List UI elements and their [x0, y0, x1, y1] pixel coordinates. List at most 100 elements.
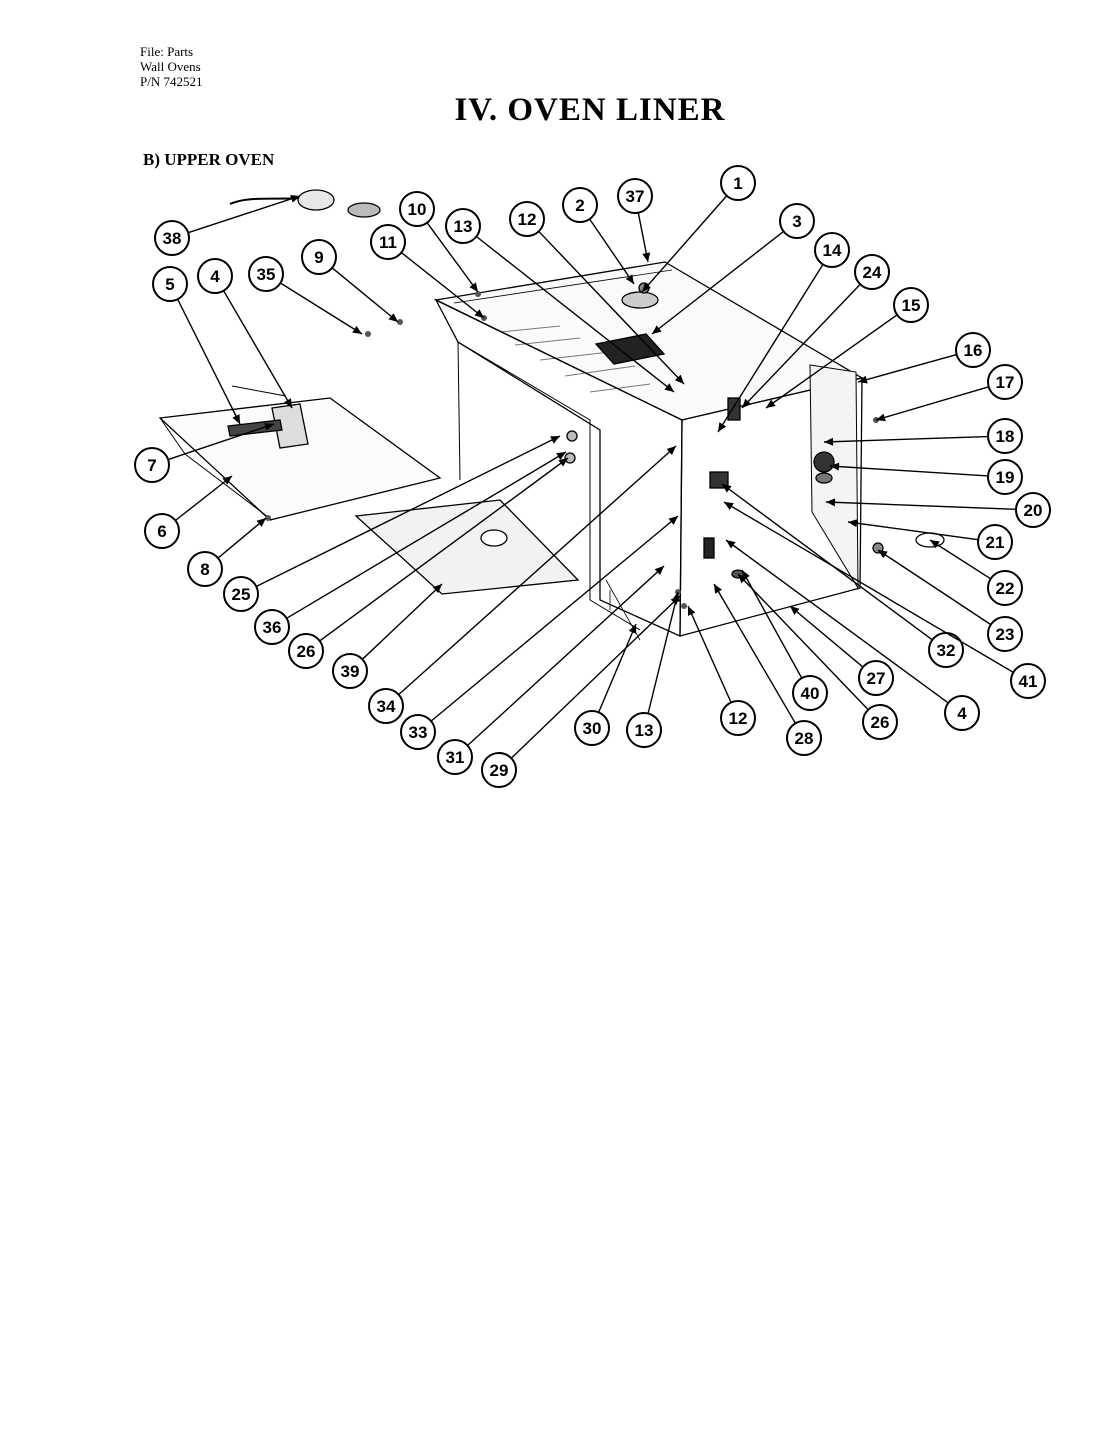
callout-36: 36: [254, 451, 567, 645]
leader-line: [589, 218, 635, 285]
leader-arrowhead: [826, 498, 836, 507]
callout-number: 25: [232, 585, 251, 604]
callout-circle: [779, 203, 815, 239]
leader-line: [222, 290, 293, 409]
callout-circle: [720, 165, 756, 201]
callout-number: 4: [210, 267, 220, 286]
callout-circle: [987, 459, 1023, 495]
lamp-lens: [813, 451, 835, 473]
switch-component: [703, 537, 715, 559]
callout-number: 34: [377, 697, 396, 716]
leader-arrowhead: [724, 502, 734, 511]
callout-33: 33: [400, 515, 679, 750]
file-info: File: Parts Wall Ovens P/N 742521: [140, 44, 202, 89]
leader-arrowhead: [722, 484, 732, 493]
leader-arrowhead: [284, 398, 292, 408]
callout-29: 29: [481, 595, 681, 788]
callout-number: 24: [863, 263, 882, 282]
vent-grill: [594, 333, 666, 365]
leader-line: [857, 353, 957, 383]
callout-circle: [562, 187, 598, 223]
leader-line: [875, 386, 989, 421]
callout-number: 15: [902, 296, 921, 315]
rear-panel: [809, 364, 859, 590]
leader-line: [641, 195, 728, 293]
callout-number: 3: [792, 212, 801, 231]
callout-number: 13: [635, 721, 654, 740]
leader-line: [176, 298, 241, 425]
callout-8: 8: [187, 517, 267, 587]
callout-41: 41: [723, 501, 1046, 699]
sensor-mount: [621, 291, 659, 309]
callout-circle: [370, 224, 406, 260]
callout-circle: [792, 675, 828, 711]
callout-number: 30: [583, 719, 602, 738]
leader-arrowhead: [876, 413, 886, 422]
callout-39: 39: [332, 583, 443, 689]
leader-arrowhead: [222, 476, 232, 485]
callout-13: 13: [445, 208, 675, 393]
leader-arrowhead: [738, 574, 748, 584]
callout-circle: [254, 609, 290, 645]
callout-number: 12: [518, 210, 537, 229]
leader-line: [319, 457, 569, 642]
callout-3: 3: [651, 203, 815, 335]
callout-4: 4: [725, 539, 980, 731]
leader-line: [713, 583, 797, 724]
leader-line: [217, 517, 267, 559]
rack-support: [566, 430, 578, 442]
leader-arrowhead: [714, 584, 722, 594]
tray-handle: [480, 529, 508, 547]
callout-26: 26: [737, 573, 898, 740]
leader-line: [538, 230, 685, 385]
callout-13: 13: [626, 591, 680, 748]
callout-11: 11: [370, 224, 485, 319]
leader-line: [829, 465, 989, 477]
callout-circle: [399, 191, 435, 227]
leader-line: [647, 591, 679, 714]
leader-line: [361, 583, 443, 660]
callout-number: 38: [163, 229, 182, 248]
leader-line: [725, 539, 949, 704]
probe-tip: [347, 202, 381, 218]
callout-circle: [134, 447, 170, 483]
leader-line: [847, 521, 979, 541]
leader-line: [187, 195, 301, 234]
callout-24: 24: [741, 254, 890, 409]
callout-number: 11: [379, 233, 397, 252]
callout-number: 20: [1024, 501, 1043, 520]
callout-number: 36: [263, 618, 282, 637]
callout-31: 31: [437, 565, 665, 775]
callout-4: 4: [197, 258, 293, 409]
callout-20: 20: [825, 492, 1051, 528]
leader-arrowhead: [290, 195, 300, 203]
leader-line: [651, 230, 785, 335]
callout-number: 26: [297, 642, 316, 661]
file-info-line: Wall Ovens: [140, 59, 201, 74]
callout-circle: [288, 633, 324, 669]
leader-arrowhead: [642, 252, 651, 262]
leader-line: [825, 501, 1017, 511]
callout-number: 33: [409, 723, 428, 742]
leader-arrowhead: [550, 436, 560, 444]
leader-arrowhead: [688, 606, 696, 616]
page-title: IV. OVEN LINER: [454, 92, 726, 128]
callout-circle: [786, 720, 822, 756]
leader-arrowhead: [930, 540, 940, 549]
callout-10: 10: [399, 191, 479, 293]
callout-number: 40: [801, 684, 820, 703]
callout-number: 10: [408, 200, 427, 219]
callout-number: 6: [157, 522, 166, 541]
callout-circle: [481, 752, 517, 788]
oven-drawing: [158, 189, 945, 641]
callout-14: 14: [717, 232, 850, 433]
callout-circle: [987, 570, 1023, 606]
leader-arrowhead: [726, 540, 736, 549]
callout-circle: [437, 739, 473, 775]
leader-line: [823, 435, 989, 443]
leader-line: [400, 252, 485, 319]
leader-arrowhead: [766, 399, 776, 408]
lamp-cover: [815, 472, 833, 484]
callout-12: 12: [509, 201, 685, 385]
